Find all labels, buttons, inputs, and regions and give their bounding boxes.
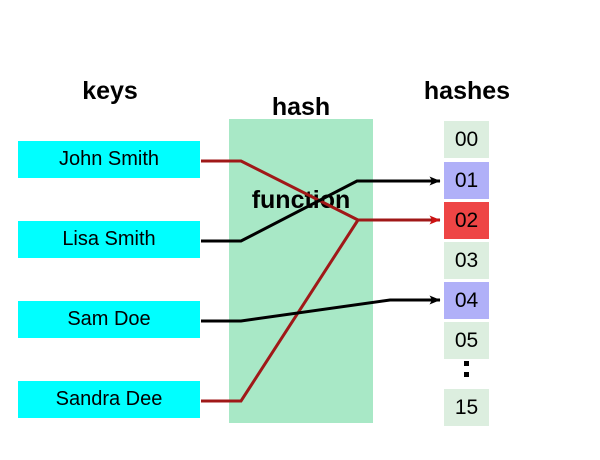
hash-slot-00[interactable]: 00 <box>444 121 489 158</box>
hash-slot-01[interactable]: 01 <box>444 162 489 199</box>
key-box-john-smith[interactable]: John Smith <box>18 141 200 178</box>
key-box-sandra-dee[interactable]: Sandra Dee <box>18 381 200 418</box>
slot-ellipsis-icon <box>444 352 489 386</box>
hash-function-label-line2: function <box>251 186 351 214</box>
ellipsis-dot-top <box>464 361 469 366</box>
column-header-hash-function: hash function <box>221 30 381 278</box>
ellipsis-dot-bottom <box>464 372 469 377</box>
hash-slot-05[interactable]: 05 <box>444 322 489 359</box>
hash-slot-15[interactable]: 15 <box>444 389 489 426</box>
column-header-hashes: hashes <box>423 77 511 105</box>
hash-slot-04[interactable]: 04 <box>444 282 489 319</box>
hash-function-label-line1: hash <box>271 93 331 121</box>
key-box-sam-doe[interactable]: Sam Doe <box>18 301 200 338</box>
hash-slot-03[interactable]: 03 <box>444 242 489 279</box>
key-box-lisa-smith[interactable]: Lisa Smith <box>18 221 200 258</box>
column-header-keys: keys <box>82 77 138 105</box>
hash-slot-02[interactable]: 02 <box>444 202 489 239</box>
